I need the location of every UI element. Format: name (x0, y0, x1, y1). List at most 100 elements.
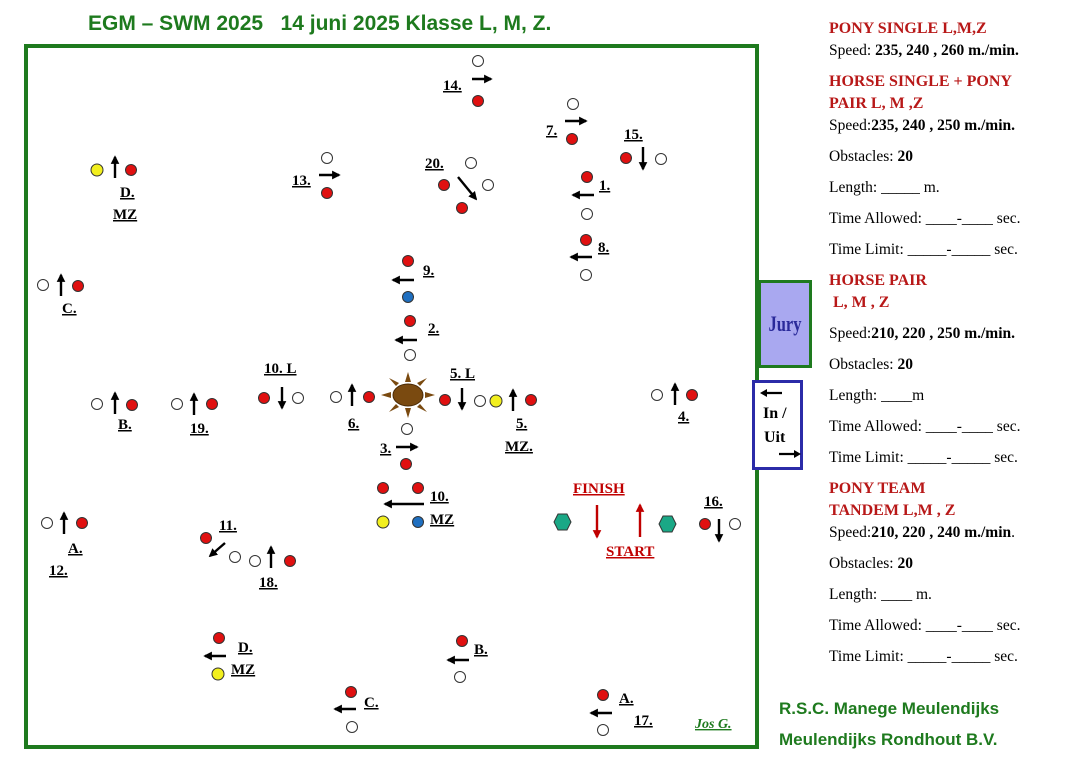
label-a-bottom: A. (619, 691, 634, 707)
cone-red (363, 391, 375, 403)
label-10-l: 10. L (264, 361, 297, 377)
finish-marker-left (553, 513, 572, 531)
cone-yellow (211, 667, 225, 681)
cone-red (321, 187, 333, 199)
label-8: 8. (598, 240, 610, 256)
label-5: 5. (516, 416, 528, 432)
label-11: 11. (219, 518, 237, 534)
pony-team-obstacles: Obstacles: 20 (829, 555, 913, 572)
label-19: 19. (190, 421, 209, 437)
horse-pair-length: Length: ____m (829, 387, 925, 404)
cone-red (377, 482, 389, 494)
cone-red (402, 255, 414, 267)
cone-white (482, 179, 494, 191)
pony-single-title: PONY SINGLE L,M,Z (829, 20, 987, 37)
cone-white (454, 671, 466, 683)
jury-box: Jury (758, 280, 812, 368)
cone-white (321, 152, 333, 164)
cone-yellow (489, 394, 503, 408)
pony-team-title-1: PONY TEAM (829, 480, 926, 497)
label-finish: FINISH (573, 481, 625, 497)
cone-white (474, 395, 486, 407)
cone-red (438, 179, 450, 191)
club-name: R.S.C. Manege Meulendijks (779, 699, 1000, 718)
cone-white (41, 517, 53, 529)
entrance-exit-box: In / Uit (752, 380, 803, 470)
cone-red (597, 689, 609, 701)
arrow-right-icon (779, 450, 801, 458)
label-10-mz: MZ (430, 512, 454, 528)
label-2: 2. (428, 321, 440, 337)
label-b-bottom: B. (474, 642, 488, 658)
pony-team-title-2: TANDEM L,M , Z (829, 502, 956, 519)
label-1: 1. (599, 178, 611, 194)
cone-white (655, 153, 667, 165)
cones (37, 55, 741, 736)
cone-red (686, 389, 698, 401)
label-start: START (606, 544, 654, 560)
arrow-diagonal-icon (457, 176, 478, 201)
cone-red (125, 164, 137, 176)
arena-border (24, 44, 759, 749)
start-finish-arrows (592, 503, 645, 539)
cone-white (580, 269, 592, 281)
cone-red (76, 517, 88, 529)
pony-single-speed: Speed: 235, 240 , 260 m./min. (829, 42, 1019, 59)
pony-team-time-limit: Time Limit: _____-_____ sec. (829, 648, 1018, 665)
label-d-bottom-mz: MZ (231, 662, 255, 678)
label-14: 14. (443, 78, 462, 94)
label-4: 4. (678, 409, 690, 425)
cone-blue (402, 291, 414, 303)
cone-white (581, 208, 593, 220)
cone-white (292, 392, 304, 404)
cone-red (72, 280, 84, 292)
cone-yellow (90, 163, 104, 177)
horse-pair-obstacles: Obstacles: 20 (829, 356, 913, 373)
in-label: In / (763, 405, 787, 422)
cone-red (456, 202, 468, 214)
cone-yellow (376, 515, 390, 529)
class-info-panel: PONY SINGLE L,M,Z Speed: 235, 240 , 260 … (829, 18, 1077, 668)
cone-red (439, 394, 451, 406)
cone-red (213, 632, 225, 644)
horse-single-speed: Speed:235, 240 , 250 m./min. (829, 117, 1015, 134)
cone-white (346, 721, 358, 733)
arena-map: 14. 7. 15. D. MZ 13. 20. 1. 8. 9. C. 2. … (24, 44, 759, 749)
label-18: 18. (259, 575, 278, 591)
cone-red (699, 518, 711, 530)
cone-red (258, 392, 270, 404)
finish-marker-right (658, 515, 677, 533)
cone-red (200, 532, 212, 544)
club-sponsor: Meulendijks Rondhout B.V. (779, 730, 998, 749)
cone-blue (412, 516, 424, 528)
cone-white (729, 518, 741, 530)
label-5-l: 5. L (450, 366, 475, 382)
horse-pair-speed: Speed:210, 220 , 250 m./min. (829, 325, 1015, 342)
cone-white (651, 389, 663, 401)
cone-white (91, 398, 103, 410)
label-b-left: B. (118, 417, 132, 433)
author-credit: Jos G. (694, 717, 732, 732)
horse-single-time-limit: Time Limit: _____-_____ sec. (829, 241, 1018, 258)
page-title: EGM – SWM 2025 14 juni 2025 Klasse L, M,… (88, 12, 552, 35)
club-footer: R.S.C. Manege Meulendijks Meulendijks Ro… (779, 693, 999, 755)
cone-red (472, 95, 484, 107)
horse-pair-title-2: L, M , Z (829, 294, 890, 311)
label-a-left: A. (68, 541, 83, 557)
horse-single-obstacles: Obstacles: 20 (829, 148, 913, 165)
cone-red (412, 482, 424, 494)
horse-pair-time-limit: Time Limit: _____-_____ sec. (829, 449, 1018, 466)
label-17: 17. (634, 713, 653, 729)
cone-red (525, 394, 537, 406)
cone-white (229, 551, 241, 563)
horse-single-title-1: HORSE SINGLE + PONY (829, 73, 1012, 90)
cone-red (404, 315, 416, 327)
label-13: 13. (292, 173, 311, 189)
cone-red (456, 635, 468, 647)
label-7: 7. (546, 123, 558, 139)
cone-white (249, 555, 261, 567)
label-16: 16. (704, 494, 723, 510)
label-3: 3. (380, 441, 392, 457)
label-d-bottom: D. (238, 640, 253, 656)
horse-pair-time-allowed: Time Allowed: ____-____ sec. (829, 418, 1021, 435)
